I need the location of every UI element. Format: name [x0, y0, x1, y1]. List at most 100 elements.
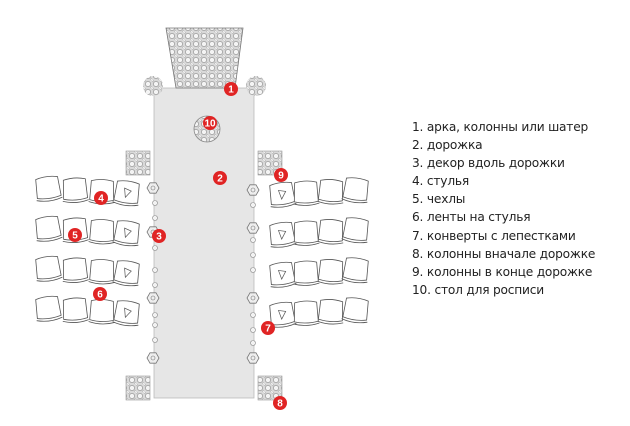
lantern-icon: [246, 352, 260, 364]
chair-icon: [293, 180, 320, 206]
lantern-icon: [246, 292, 260, 304]
marker-dot: [203, 116, 217, 130]
lantern-icon: [146, 182, 160, 194]
chair-icon: [269, 261, 297, 288]
petal-cone-icon: [277, 270, 287, 280]
chair-icon: [35, 255, 63, 282]
legend-item: 10. стол для росписи: [412, 282, 545, 297]
marker-6: 6: [93, 287, 107, 301]
chairs: [35, 175, 369, 328]
bush-left: [143, 76, 163, 96]
aisle-decor: [146, 182, 260, 364]
marker-2: 2: [213, 171, 227, 185]
petal-cone-icon: [124, 307, 132, 319]
marker-1: 1: [224, 82, 238, 96]
marker-dot: [94, 191, 108, 205]
chair-icon: [293, 220, 320, 246]
petal-cone-icon: [277, 190, 287, 200]
chair-icon: [293, 260, 320, 286]
marker-4: 4: [94, 191, 108, 205]
marker-8: 8: [273, 396, 287, 410]
chair-icon: [293, 300, 320, 326]
marker-7: 7: [261, 321, 275, 335]
chair-icon: [317, 219, 344, 245]
chair-icon: [112, 180, 140, 207]
lantern-center: [250, 355, 256, 361]
chair-icon: [317, 299, 344, 325]
marker-label: 10: [204, 119, 216, 130]
candle-icon: [250, 202, 256, 208]
candle-icon: [250, 312, 256, 318]
legend-item: 4. стулья: [412, 174, 470, 189]
lantern-icon: [246, 222, 260, 234]
chair-icon: [35, 215, 63, 242]
chair-icon: [112, 300, 140, 327]
chair-icon: [317, 259, 344, 285]
chair-icon: [35, 175, 63, 202]
chair-icon: [62, 257, 89, 283]
candle-icon: [152, 245, 158, 251]
column-start-right: [257, 375, 283, 401]
marker-dot: [93, 287, 107, 301]
candle-icon: [152, 282, 158, 288]
marker-dot: [261, 321, 275, 335]
marker-9: 9: [274, 168, 288, 182]
legend-item: 8. колонны вначале дорожке: [412, 246, 596, 261]
lantern-center: [250, 225, 256, 231]
candle-icon: [152, 200, 158, 206]
chair-icon: [317, 179, 344, 205]
lantern-center: [150, 185, 156, 191]
marker-label: 9: [278, 171, 284, 182]
column-start-left: [125, 375, 151, 401]
candle-icon: [152, 322, 158, 328]
legend: 1. арка, колонны или шатер 2. дорожка 3.…: [412, 118, 595, 299]
marker-label: 1: [228, 85, 234, 96]
candle-icon: [250, 340, 256, 346]
candle-icon: [152, 337, 158, 343]
chair-icon: [112, 260, 140, 287]
chair-icon: [269, 181, 297, 208]
bush-right: [246, 76, 266, 96]
legend-item: 1. арка, колонны или шатер: [412, 120, 589, 134]
legend-item: 7. конверты с лепестками: [412, 228, 576, 243]
petal-cone-icon: [277, 230, 287, 240]
marker-5: 5: [68, 228, 82, 242]
marker-dot: [68, 228, 82, 242]
chair-icon: [341, 257, 369, 284]
marker-label: 7: [265, 324, 271, 335]
chair-icon: [112, 220, 140, 247]
arch: [165, 27, 244, 89]
marker-dot: [274, 168, 288, 182]
marker-label: 5: [72, 231, 78, 242]
marker-10: 10: [203, 116, 217, 130]
marker-label: 8: [277, 399, 283, 410]
candle-icon: [152, 267, 158, 273]
chair-icon: [88, 259, 115, 285]
chair-icon: [341, 217, 369, 244]
marker-dot: [152, 229, 166, 243]
lantern-center: [150, 355, 156, 361]
petal-cone-icon: [124, 227, 132, 239]
chair-icon: [35, 295, 63, 322]
candle-icon: [152, 215, 158, 221]
marker-dot: [273, 396, 287, 410]
lantern-icon: [146, 292, 160, 304]
marker-dot: [213, 171, 227, 185]
lantern-center: [250, 187, 256, 193]
chair-icon: [341, 177, 369, 204]
candle-icon: [250, 267, 256, 273]
chair-icon: [62, 297, 89, 323]
chair-icon: [341, 297, 369, 324]
chair-icon: [62, 177, 89, 203]
chair-icon: [269, 221, 297, 248]
legend-item: 5. чехлы: [412, 192, 466, 207]
marker-dot: [224, 82, 238, 96]
column-end-left: [125, 150, 151, 176]
marker-label: 4: [98, 194, 104, 205]
lantern-icon: [146, 352, 160, 364]
marker-label: 6: [97, 290, 103, 301]
chair-icon: [88, 219, 115, 245]
legend-item: 3. декор вдоль дорожки: [412, 156, 565, 171]
candle-icon: [250, 237, 256, 243]
